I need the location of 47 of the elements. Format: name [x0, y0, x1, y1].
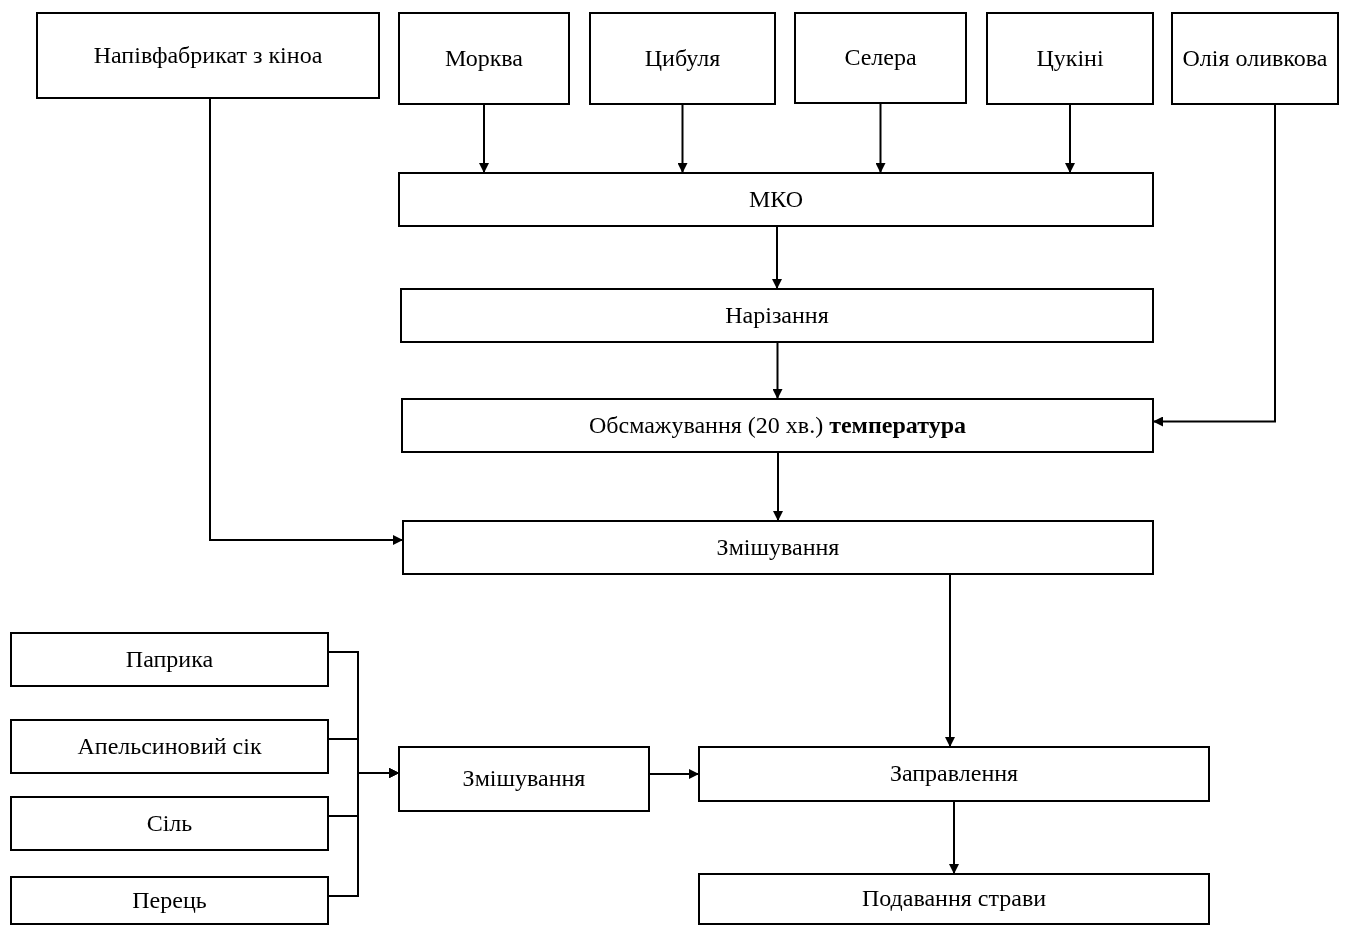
process-box [36, 12, 380, 99]
arrow [772, 342, 783, 399]
arrow [649, 769, 699, 779]
arrow [773, 452, 783, 521]
arrow [1153, 104, 1276, 427]
node-text: Змішування [461, 764, 587, 794]
arrow [479, 104, 489, 173]
process-box [10, 719, 329, 774]
node-text: Перець [131, 885, 208, 915]
process-box [401, 398, 1154, 453]
node-text: Нарізання [724, 300, 830, 330]
node-text: Цибуля [643, 43, 722, 73]
node-text: Апельсиновий сік [76, 731, 263, 761]
node-text: Селера [843, 43, 918, 73]
process-box [398, 746, 650, 812]
process-box [10, 796, 329, 851]
process-box [986, 12, 1154, 105]
arrow [772, 226, 782, 289]
node-text: МКО [747, 184, 805, 214]
node-text: Обсмажування (20 хв.) температура [588, 410, 967, 440]
process-box [698, 873, 1210, 925]
arrow [328, 768, 399, 897]
arrow [1065, 104, 1075, 173]
process-box [10, 632, 329, 687]
node-text: Паприка [124, 644, 215, 674]
node-text: Заправлення [888, 759, 1020, 789]
arrow [209, 98, 403, 545]
node-text: Олія оливкова [1181, 43, 1329, 73]
process-box [698, 746, 1210, 802]
arrow [677, 104, 688, 173]
node-text: Цукіні [1035, 43, 1105, 73]
node-text: Змішування [715, 532, 841, 562]
node-text: Напівфабрикат з кіноа [92, 40, 324, 70]
process-box [402, 520, 1154, 575]
process-box [794, 12, 967, 104]
node-text: Морква [443, 43, 525, 73]
process-box [1171, 12, 1339, 105]
node-text: Подавання страви [860, 884, 1048, 914]
process-box [398, 12, 570, 105]
arrow [949, 801, 959, 874]
node-text: Сіль [145, 808, 194, 838]
process-box [400, 288, 1154, 343]
process-box [10, 876, 329, 925]
arrow [875, 103, 886, 173]
process-box [398, 172, 1154, 227]
arrow [945, 574, 955, 747]
process-box [589, 12, 776, 105]
